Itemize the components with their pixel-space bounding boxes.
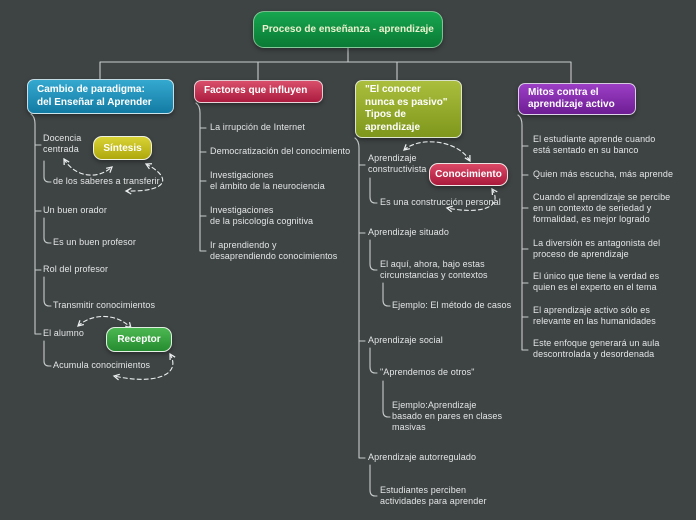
node-buen-orador[interactable]: Un buen orador <box>43 205 107 215</box>
node-saberes-transferir[interactable]: de los saberes a transferir <box>53 176 160 186</box>
node-aqui-ahora[interactable]: El aquí, ahora, bajo estas circunstancia… <box>380 259 488 280</box>
node-docencia[interactable]: Docencia centrada <box>43 133 82 154</box>
node-neurociencia[interactable]: Investigaciones el ámbito de la neurocie… <box>210 170 325 191</box>
node-mito-banco[interactable]: El estudiante aprende cuando está sentad… <box>533 134 656 155</box>
branch-paradigma[interactable]: Cambio de paradigma: del Enseñar al Apre… <box>27 79 174 114</box>
node-mito-experto[interactable]: El único que tiene la verdad es quien es… <box>533 271 660 292</box>
node-construccion-personal[interactable]: Es una construcción personal <box>380 197 501 207</box>
node-democratizacion[interactable]: Democratización del conocimiento <box>210 146 351 156</box>
node-autorregulado[interactable]: Aprendizaje autorregulado <box>368 452 477 462</box>
node-metodo-casos[interactable]: Ejemplo: El método de casos <box>392 300 512 310</box>
node-mito-diversion[interactable]: La diversión es antagonista del proceso … <box>533 238 661 259</box>
branch-mitos[interactable]: Mitos contra el aprendizaje activo <box>518 83 636 115</box>
node-aprendemos-otros[interactable]: "Aprendemos de otros" <box>380 367 475 377</box>
node-buen-profesor[interactable]: Es un buen profesor <box>53 237 136 247</box>
branch-factores[interactable]: Factores que influyen <box>194 80 323 103</box>
root-node[interactable]: Proceso de enseñanza - aprendizaje <box>253 11 443 48</box>
node-mito-seriedad[interactable]: Cuando el aprendizaje se percibe en un c… <box>533 192 671 224</box>
node-mito-humanidades[interactable]: El aprendizaje activo sólo es relevante … <box>533 305 656 326</box>
node-mito-escucha[interactable]: Quien más escucha, más aprende <box>533 169 674 179</box>
node-acumula[interactable]: Acumula conocimientos <box>53 360 151 370</box>
node-rol-profesor[interactable]: Rol del profesor <box>43 264 109 274</box>
node-situado[interactable]: Aprendizaje situado <box>368 227 449 237</box>
node-social[interactable]: Aprendizaje social <box>368 335 443 345</box>
callout-conocimiento[interactable]: Conocimiento <box>429 163 508 186</box>
callout-sintesis[interactable]: Síntesis <box>93 136 152 160</box>
node-internet[interactable]: La irrupción de Internet <box>210 122 305 132</box>
node-constructivista[interactable]: Aprendizaje constructivista <box>368 153 427 174</box>
node-transmitir[interactable]: Transmitir conocimientos <box>53 300 156 310</box>
branch-tipos-aprendizaje[interactable]: "El conocer nunca es pasivo" Tipos de ap… <box>355 80 462 138</box>
node-psicologia-cognitiva[interactable]: Investigaciones de la psicología cogniti… <box>210 205 314 226</box>
node-estudiantes-perciben[interactable]: Estudiantes perciben actividades para ap… <box>380 485 487 506</box>
node-desaprendiendo[interactable]: Ir aprendiendo y desaprendiendo conocimi… <box>210 240 338 261</box>
node-alumno[interactable]: El alumno <box>43 328 84 338</box>
node-mito-aula[interactable]: Este enfoque generará un aula descontrol… <box>533 338 660 359</box>
node-pares-masivas[interactable]: Ejemplo:Aprendizaje basado en pares en c… <box>392 400 503 432</box>
callout-receptor[interactable]: Receptor <box>106 327 172 352</box>
